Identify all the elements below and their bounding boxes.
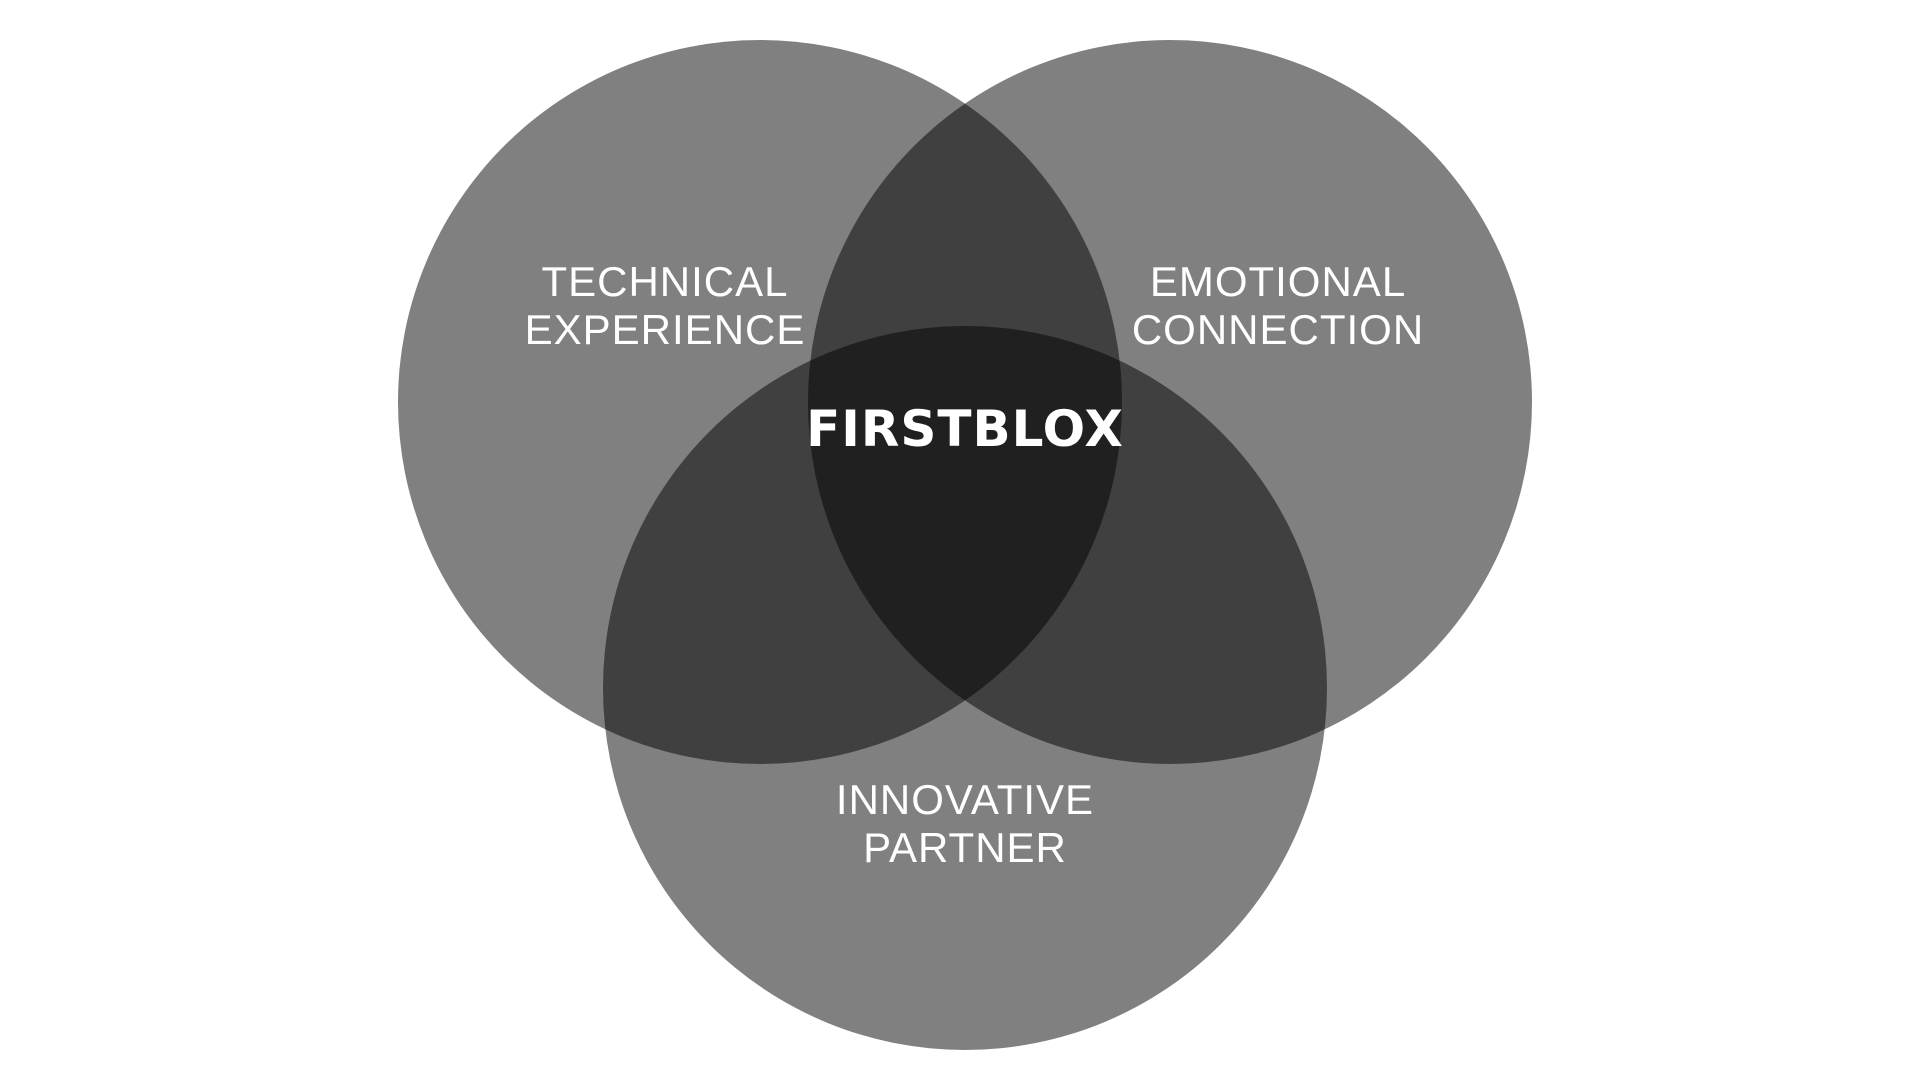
label-technical-line2: EXPERIENCE <box>525 306 806 353</box>
label-innovative-line1: INNOVATIVE <box>836 776 1094 823</box>
label-innovative-line2: PARTNER <box>863 824 1067 871</box>
label-emotional-line2: CONNECTION <box>1132 306 1424 353</box>
label-emotional-line1: EMOTIONAL <box>1150 258 1406 305</box>
overlap-center <box>808 326 1122 764</box>
label-technical-line1: TECHNICAL <box>541 258 788 305</box>
center-label: FIRSTBLOX <box>806 400 1124 458</box>
